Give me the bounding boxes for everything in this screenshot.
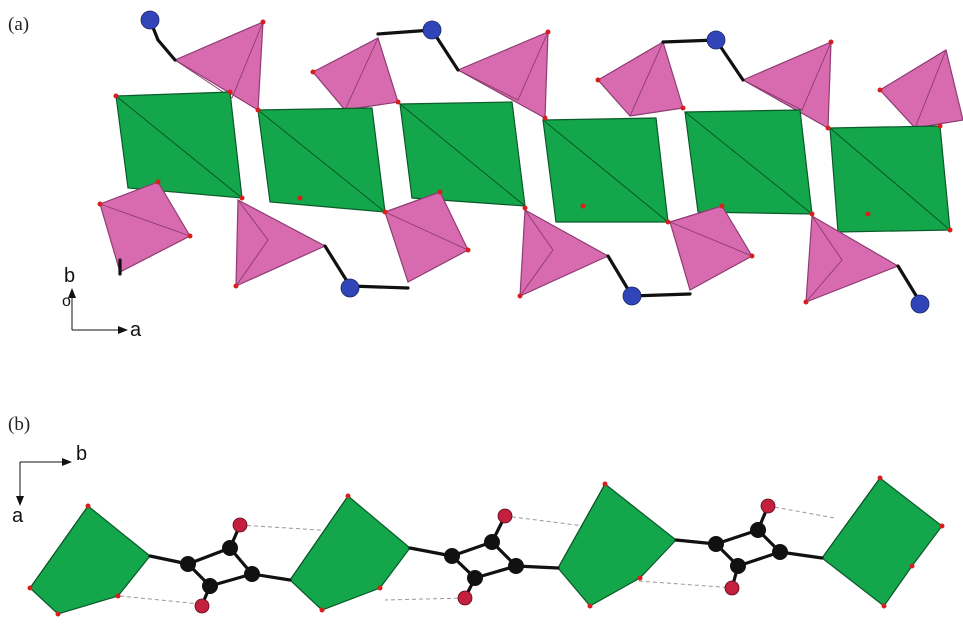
axis-b-label: b <box>64 265 75 287</box>
nitrogen-atom <box>910 294 930 314</box>
tetrahedron <box>879 49 963 129</box>
nitrogen-atom <box>422 20 442 40</box>
octahedron <box>115 91 243 199</box>
panel-label-a: (a) <box>8 14 30 35</box>
oxygen-vertices <box>27 475 945 617</box>
octahedron <box>684 109 813 215</box>
tetrahedron <box>99 181 191 273</box>
tetrahedron <box>384 191 469 283</box>
tetrahedron <box>519 209 610 297</box>
tetrahedron <box>597 41 684 117</box>
tetrahedron <box>173 21 264 112</box>
tetrahedron <box>456 31 549 119</box>
nitrogen-atom <box>340 278 360 298</box>
tetrahedron <box>741 41 832 130</box>
tetrahedron <box>312 37 399 111</box>
squarate-linker <box>674 498 824 596</box>
axis-a-label: a <box>130 319 142 341</box>
tetrahedron <box>669 205 753 291</box>
octahedron <box>257 107 386 213</box>
axis-a-label: a <box>12 505 24 527</box>
squarate-linker <box>148 517 292 614</box>
nitrogen-atom <box>140 10 160 30</box>
octahedron <box>829 125 951 233</box>
panel-a-structure <box>97 10 963 314</box>
panel-b-structure <box>27 475 945 617</box>
axis-origin-label: o <box>62 293 71 310</box>
tetrahedron <box>805 214 900 303</box>
octahedron <box>399 101 526 207</box>
tetrahedron <box>235 199 327 287</box>
octahedron <box>542 117 669 223</box>
nitrogen-atom <box>706 30 726 50</box>
octahedron <box>821 477 943 607</box>
nitrogen-atom <box>622 286 642 306</box>
panel-label-b: (b) <box>8 414 31 435</box>
octahedron <box>557 483 677 607</box>
squarate-linker <box>408 508 560 606</box>
axes-indicator-a: b o a <box>62 265 142 341</box>
octahedron <box>29 505 151 615</box>
axes-indicator-b: b a <box>12 443 87 527</box>
oxygen-vertices <box>97 19 953 305</box>
axis-b-label: b <box>76 443 87 465</box>
octahedron <box>289 495 411 611</box>
